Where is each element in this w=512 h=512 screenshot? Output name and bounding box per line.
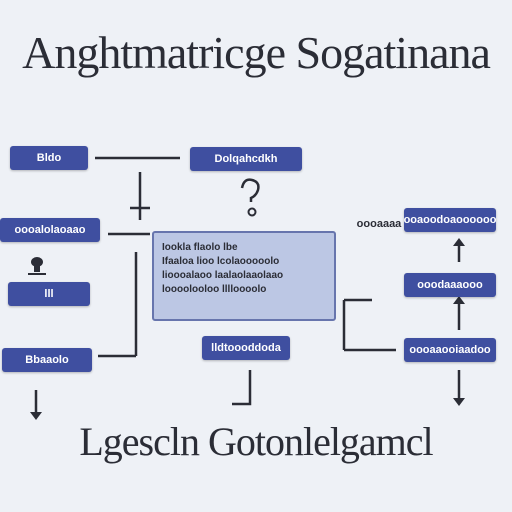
node-right-3: oooaaooiaadoo bbox=[404, 338, 496, 362]
node-left-1: Bldo bbox=[10, 146, 88, 170]
node-left-4: Bbaaolo bbox=[2, 348, 92, 372]
center-box-line: loooolooloo lllloooolo bbox=[162, 284, 267, 295]
node-right-2: ooodaaaooo bbox=[404, 273, 496, 297]
center-box-line: lioooalaoo laalaolaaolaao bbox=[162, 270, 284, 281]
arrow-up-head-1 bbox=[453, 238, 465, 246]
center-box: Iookla flaolo lbe Ifaaloa lioo lcolaoooo… bbox=[152, 231, 336, 321]
node-top-center: Dolqahcdkh bbox=[190, 147, 302, 171]
arrow-down-head-3 bbox=[453, 398, 465, 406]
center-box-line: Iookla flaolo lbe bbox=[162, 242, 238, 253]
diagram-footer: Lgescln Gotonlelgamcl bbox=[79, 419, 433, 464]
diagram-title: Anghtmatricge Sogatinana bbox=[22, 27, 491, 78]
node-left-2: oooalolaoaao bbox=[0, 218, 100, 242]
lightbulb-icon bbox=[28, 257, 46, 275]
connector-bottom-hook bbox=[232, 370, 252, 406]
arrow-down-head-left bbox=[30, 412, 42, 420]
center-box-line: Ifaaloa lioo lcolaooooolo bbox=[162, 256, 280, 267]
node-right-1: ooaoodoaoooooo bbox=[404, 208, 496, 232]
question-mark-icon bbox=[240, 178, 260, 217]
node-left-3: lll bbox=[8, 282, 90, 306]
node-bottom-center: lldtoooddoda bbox=[202, 336, 290, 360]
node-right-plain: oooaaaa bbox=[356, 218, 402, 230]
arrow-up-head-2 bbox=[453, 296, 465, 304]
